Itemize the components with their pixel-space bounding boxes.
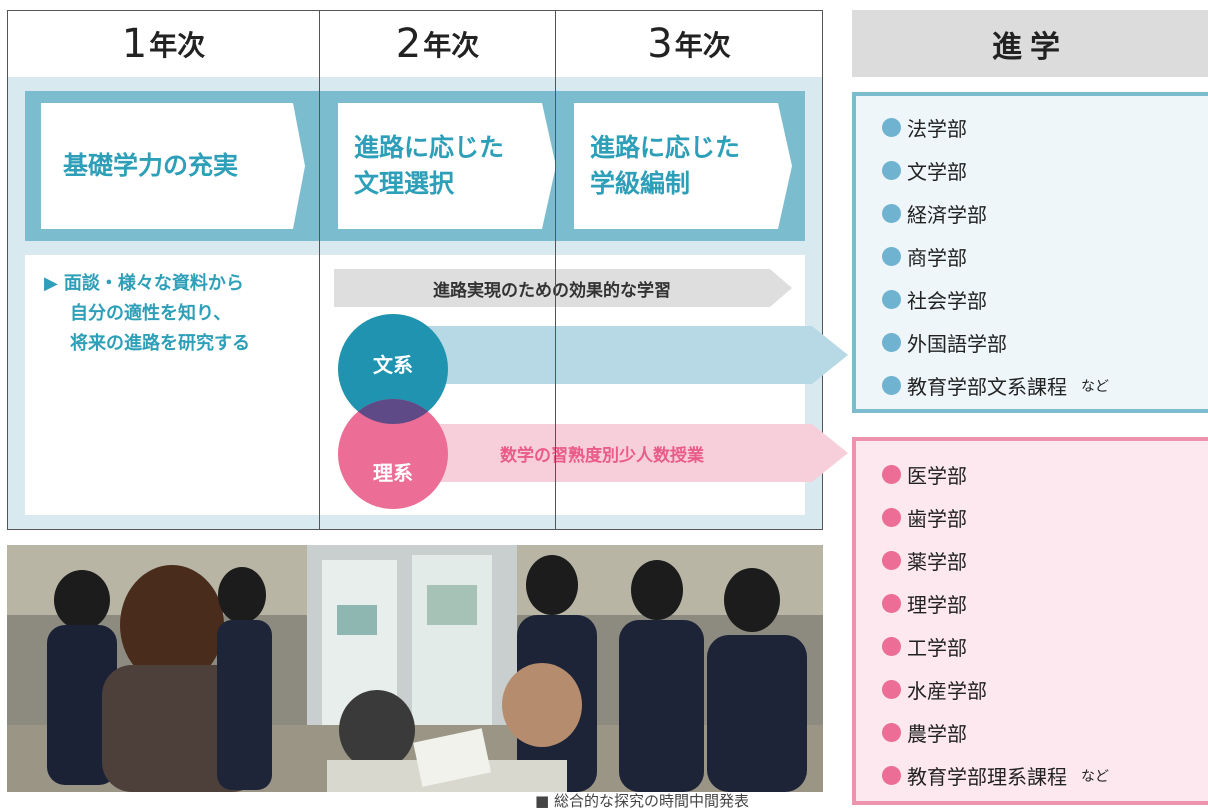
bunkei-track-arrow — [428, 326, 848, 384]
list-item: 社会学部 — [882, 278, 1109, 321]
bunkei-circle — [338, 314, 448, 424]
column-divider — [319, 11, 320, 529]
year-header-row — [8, 11, 822, 77]
stage-text: 基礎学力の充実 — [63, 150, 239, 180]
faculty-name: 水産学部 — [907, 679, 987, 703]
rikei-track-text: 数学の習熟度別少人数授業 — [500, 445, 704, 466]
list-item: 経済学部 — [882, 192, 1109, 235]
bullet-dot-icon — [882, 204, 901, 223]
list-item: 外国語学部 — [882, 321, 1109, 364]
note-line: 面談・様々な資料から — [63, 273, 244, 294]
year-label: 年次 — [423, 29, 480, 62]
note-line: 自分の適性を知り、 — [70, 303, 232, 324]
bullet-dot-icon — [882, 247, 901, 266]
bullet-dot-icon — [882, 594, 901, 613]
list-item: 薬学部 — [882, 539, 1109, 582]
faculty-name: 文学部 — [907, 160, 967, 184]
destination-title: 進学 — [852, 10, 1208, 77]
list-item: 農学部 — [882, 711, 1109, 754]
stage-text: 学級編制 — [590, 169, 691, 198]
list-item: 工学部 — [882, 625, 1109, 668]
bullet-dot-icon — [882, 118, 901, 137]
note-line: 将来の進路を研究する — [70, 333, 250, 354]
list-item: 法学部 — [882, 106, 1109, 149]
bullet-dot-icon — [882, 376, 901, 395]
bullet-dot-icon — [882, 637, 901, 656]
photo-illustration — [7, 545, 823, 792]
science-faculties-box: 医学部 歯学部 薬学部 理学部 工学部 水産学部 農学部 教育学部理系課程など — [852, 437, 1208, 805]
bunkei-label: 文系 — [373, 353, 413, 377]
faculty-name: 薬学部 — [907, 550, 967, 574]
stage-arrow-year2: 進路に応じた文理選択 — [338, 103, 556, 229]
etc-label: など — [1081, 768, 1109, 785]
humanities-list: 法学部 文学部 経済学部 商学部 社会学部 外国語学部 教育学部文系課程など — [882, 106, 1109, 407]
play-triangle-icon: ▶ — [44, 273, 58, 294]
stage-text: 進路に応じた — [590, 132, 741, 162]
faculty-name: 商学部 — [907, 246, 967, 270]
track-circles — [338, 314, 448, 509]
faculty-name: 社会学部 — [907, 289, 987, 313]
faculty-name: 法学部 — [907, 117, 967, 141]
list-item: 文学部 — [882, 149, 1109, 192]
year-label: 年次 — [149, 29, 206, 62]
list-item: 歯学部 — [882, 496, 1109, 539]
learning-arrow: 進路実現のための効果的な学習 — [334, 269, 792, 307]
humanities-faculties-box: 法学部 文学部 経済学部 商学部 社会学部 外国語学部 教育学部文系課程など — [852, 92, 1208, 413]
faculty-name: 医学部 — [907, 464, 967, 488]
bullet-dot-icon — [882, 508, 901, 527]
bullet-dot-icon — [882, 551, 901, 570]
presentation-photo — [7, 545, 823, 792]
year-number: 2 — [395, 21, 422, 67]
list-item: 教育学部文系課程など — [882, 364, 1109, 407]
rikei-track-arrow: 数学の習熟度別少人数授業 — [428, 424, 848, 482]
bullet-dot-icon — [882, 465, 901, 484]
bullet-dot-icon — [882, 723, 901, 742]
list-item: 商学部 — [882, 235, 1109, 278]
year-label: 年次 — [674, 29, 731, 62]
bullet-dot-icon — [882, 333, 901, 352]
rikei-label: 理系 — [373, 461, 413, 485]
year-number: 1 — [121, 21, 148, 67]
faculty-name: 外国語学部 — [907, 332, 1007, 356]
faculty-name: 教育学部文系課程 — [907, 375, 1067, 399]
year-number: 3 — [647, 21, 673, 67]
faculty-name: 工学部 — [907, 636, 967, 660]
science-list: 医学部 歯学部 薬学部 理学部 工学部 水産学部 農学部 教育学部理系課程など — [882, 453, 1109, 797]
stage-arrow-year3: 進路に応じた学級編制 — [574, 103, 792, 229]
rikei-circle — [338, 399, 448, 509]
bullet-dot-icon — [882, 680, 901, 699]
list-item: 医学部 — [882, 453, 1109, 496]
stage-text: 進路に応じた — [354, 132, 505, 162]
bullet-dot-icon — [882, 290, 901, 309]
stage-arrow-year1: 基礎学力の充実 — [41, 103, 305, 229]
stage-text: 文理選択 — [354, 169, 455, 198]
list-item: 教育学部理系課程など — [882, 754, 1109, 797]
list-item: 理学部 — [882, 582, 1109, 625]
column-divider — [555, 11, 556, 529]
faculty-name: 経済学部 — [907, 203, 987, 227]
year1-note: ▶面談・様々な資料から 自分の適性を知り、 将来の進路を研究する — [44, 269, 314, 359]
faculty-name: 教育学部理系課程 — [907, 765, 1067, 789]
faculty-name: 理学部 — [907, 593, 967, 617]
photo-caption: ■ 総合的な探究の時間中間発表 — [535, 792, 749, 810]
bullet-dot-icon — [882, 766, 901, 785]
faculty-name: 歯学部 — [907, 507, 967, 531]
etc-label: など — [1081, 378, 1109, 395]
list-item: 水産学部 — [882, 668, 1109, 711]
faculty-name: 農学部 — [907, 722, 967, 746]
bullet-dot-icon — [882, 161, 901, 180]
